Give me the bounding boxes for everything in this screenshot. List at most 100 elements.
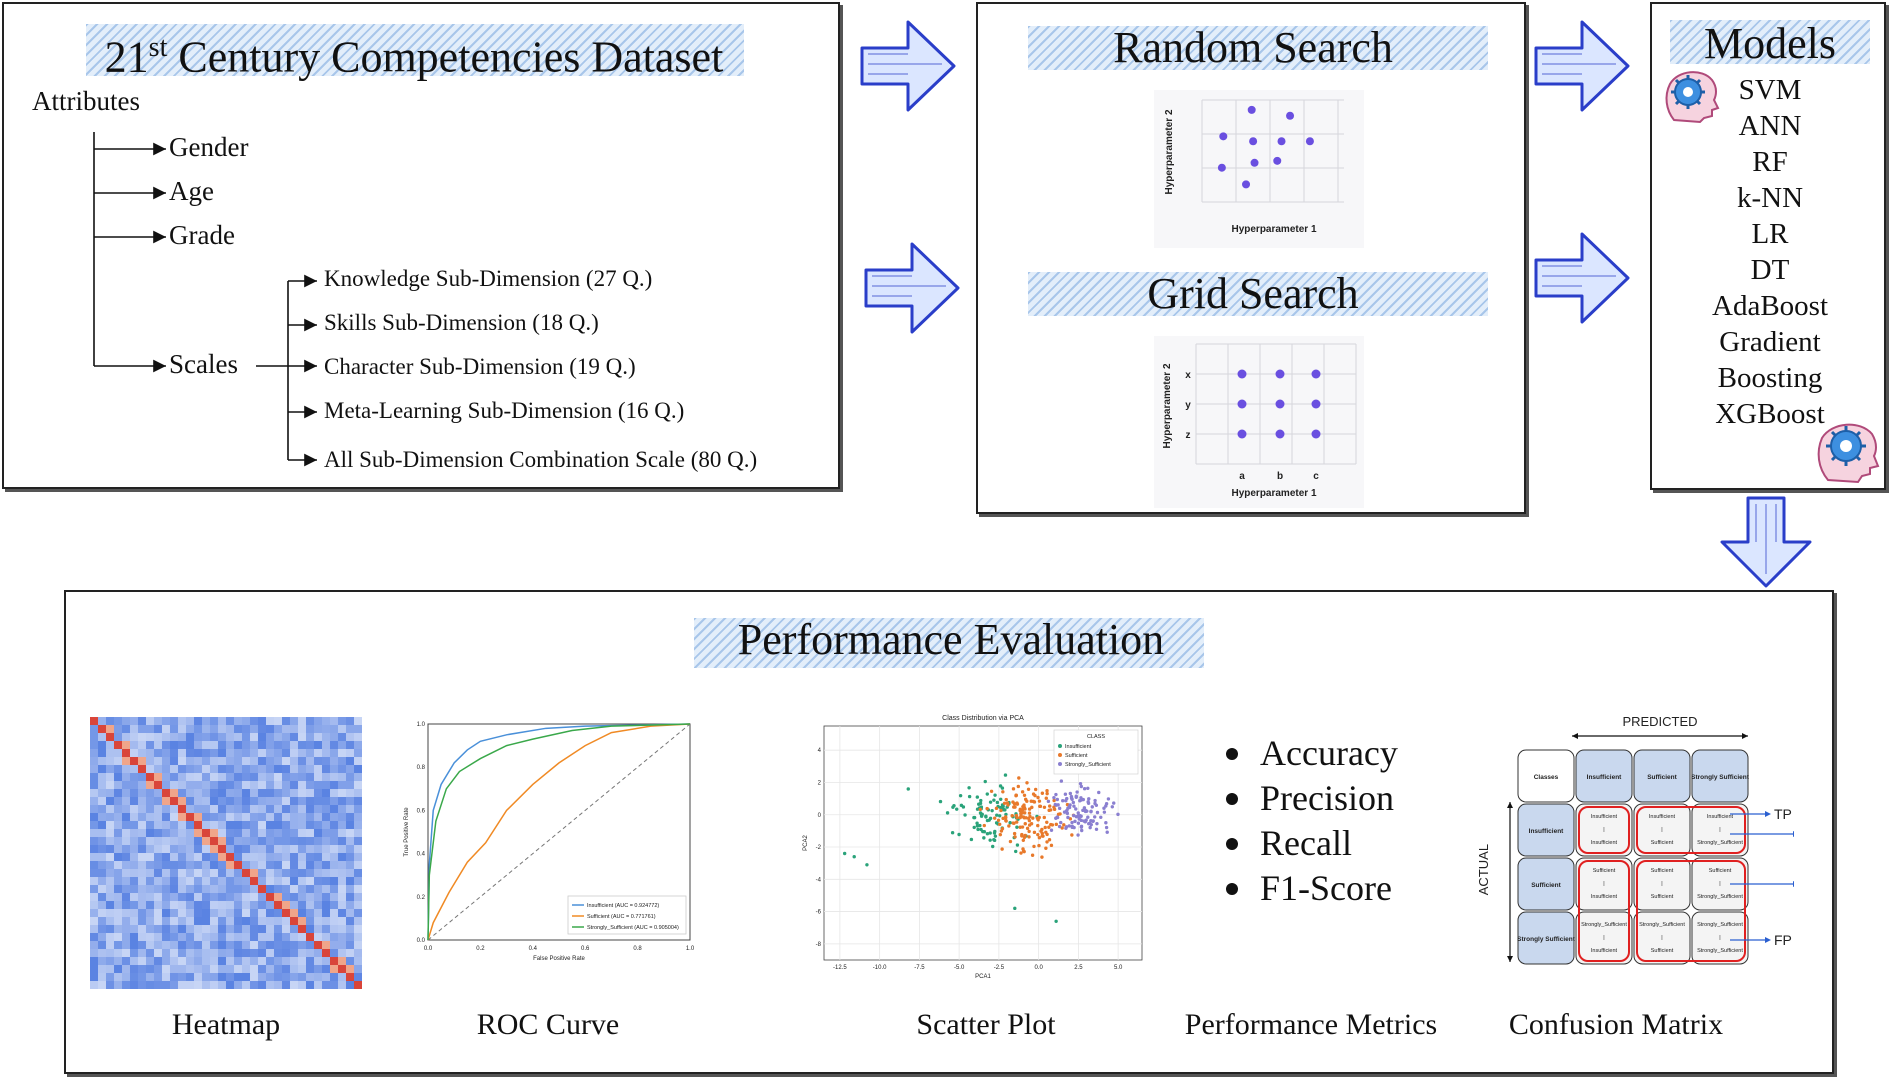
grid-point [1237, 399, 1247, 409]
legend-label: Insufficient (AUC = 0.924772) [587, 903, 659, 909]
scatter-point [1057, 806, 1062, 811]
heatmap-cell [354, 925, 363, 934]
scatter-point [998, 805, 1003, 810]
dataset-panel: 21st Century Competencies Dataset Attrib… [2, 2, 840, 489]
heatmap-cell [354, 837, 363, 846]
heatmap-cell [186, 821, 195, 830]
heatmap-cell [226, 941, 235, 950]
heatmap-cell [178, 893, 187, 902]
heatmap-cell [138, 781, 147, 790]
heatmap-cell [322, 733, 331, 742]
heatmap-cell [218, 965, 227, 974]
scatter-point [957, 832, 961, 837]
matrix-cell [1633, 857, 1691, 911]
scatter-point [1022, 803, 1026, 807]
scatter-point [1116, 812, 1120, 817]
heatmap-cell [202, 749, 211, 758]
actual-label: ACTUAL [1476, 844, 1491, 895]
grid-point [1311, 429, 1321, 439]
heatmap-cell [194, 741, 203, 750]
scatter-point [985, 806, 989, 811]
heatmap-cell [106, 957, 115, 966]
heatmap-cell [226, 757, 235, 766]
x-tick-label: 0.8 [633, 946, 642, 952]
heatmap-cell [346, 725, 355, 734]
scatter-point [984, 815, 988, 819]
heatmap-cell [306, 725, 315, 734]
sample-point [1242, 180, 1251, 189]
scatter-point [1027, 818, 1032, 823]
x-tick-label: c [1313, 471, 1319, 482]
heatmap-cell [202, 885, 211, 894]
heatmap-cell [98, 741, 107, 750]
scatter-point [1037, 799, 1042, 803]
heatmap-cell [346, 909, 355, 918]
heatmap-cell [122, 797, 131, 806]
heatmap-cell [218, 893, 227, 902]
heatmap-cell [290, 957, 299, 966]
heatmap-cell [354, 797, 363, 806]
heatmap-cell [266, 765, 275, 774]
heatmap-cell [114, 965, 123, 974]
legend-swatch [1058, 744, 1062, 748]
heatmap-cell [282, 773, 291, 782]
heatmap-cell [338, 925, 347, 934]
heatmap-cell [258, 717, 267, 726]
header-cell [1691, 749, 1749, 803]
cell-label: | [1719, 935, 1720, 941]
scatter-point [1025, 781, 1029, 785]
heatmap-cell [130, 773, 139, 782]
heatmap-cell [154, 733, 163, 742]
heatmap-cell [354, 765, 363, 774]
heatmap-cell [234, 949, 243, 958]
scatter-point [999, 797, 1003, 801]
scatter-point [1082, 787, 1087, 791]
scatter-point [1093, 798, 1097, 803]
scatter-point [1018, 815, 1022, 820]
heatmap-cell [234, 981, 243, 990]
scatter-point [1006, 803, 1010, 807]
heatmap-cell [106, 845, 115, 854]
heatmap-cell [122, 957, 131, 966]
heatmap-cell [122, 789, 131, 798]
scatter-point [1102, 810, 1107, 814]
heatmap-cell [114, 869, 123, 878]
heatmap-cell [122, 837, 131, 846]
scatter-point [906, 787, 910, 791]
heatmap-cell [250, 933, 259, 942]
heatmap-cell [194, 853, 203, 862]
heatmap-cell [282, 717, 291, 726]
heatmap-cell [210, 917, 219, 926]
heatmap-cell [98, 717, 107, 726]
heatmap-cell [258, 925, 267, 934]
attributes-label: Attributes [32, 86, 140, 116]
heatmap-cell [250, 917, 259, 926]
heatmap-cell [234, 733, 243, 742]
heatmap-cell [290, 909, 299, 918]
arrow-head [1765, 811, 1771, 817]
heatmap-cell [282, 741, 291, 750]
heatmap-cell [242, 717, 251, 726]
scatter-point [1021, 815, 1026, 819]
heatmap-cell [114, 933, 123, 942]
scatter-point [1020, 834, 1024, 838]
heatmap-cell [130, 981, 139, 990]
x-tick-label: 0.4 [529, 946, 538, 952]
heatmap-cell [90, 765, 99, 774]
scatter-point [972, 825, 976, 830]
heatmap-cell [258, 829, 267, 838]
heatmap-cell [226, 909, 235, 918]
row-header-cell [1517, 911, 1575, 965]
heatmap-cell [266, 965, 275, 974]
heatmap-cell [226, 981, 235, 990]
scatter-point [992, 831, 997, 835]
heatmap-cell [202, 917, 211, 926]
heatmap-cell [90, 789, 99, 798]
heatmap-cell [234, 885, 243, 894]
heatmap-cell [146, 837, 155, 846]
heatmap-cell [162, 813, 171, 822]
heatmap-cell [266, 861, 275, 870]
heatmap-cell [314, 789, 323, 798]
heatmap-cell [170, 725, 179, 734]
heatmap-cell [282, 933, 291, 942]
